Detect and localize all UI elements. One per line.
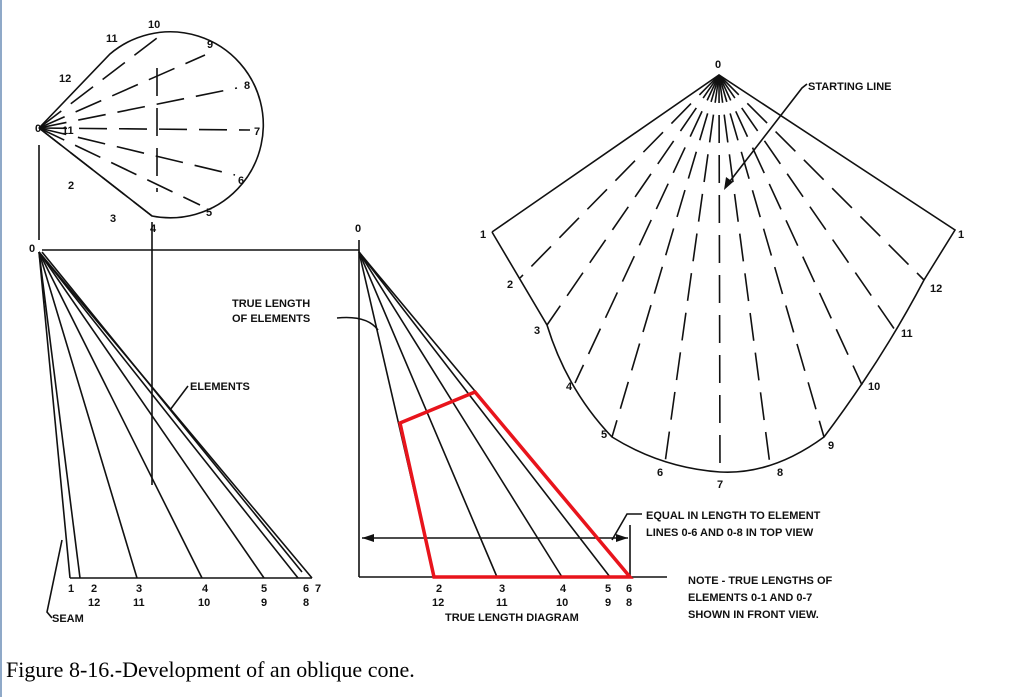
tv-label: 2 xyxy=(68,180,74,192)
dev-label: 9 xyxy=(828,440,834,452)
tv-label: 10 xyxy=(148,19,160,31)
dev-label: 2 xyxy=(507,279,513,291)
elements-label: ELEMENTS xyxy=(190,381,250,393)
true-length-title: TRUE LENGTH DIAGRAM xyxy=(445,612,579,624)
figure-caption: Figure 8-16.-Development of an oblique c… xyxy=(6,657,415,682)
dev-label: 1 xyxy=(958,229,964,241)
top-view-elements xyxy=(38,37,251,217)
tv-label: 4 xyxy=(150,223,157,235)
tl-label: 10 xyxy=(556,597,568,609)
development-elements xyxy=(519,74,925,473)
front-view: 0 SEAM ELEMENTS 1 2 3 4 5 6 7 12 11 10 9… xyxy=(29,222,321,625)
top-view: 0 10 11 12 2 3 4 5 6 7 8 9 11 xyxy=(35,19,265,235)
dev-label: 4 xyxy=(566,381,573,393)
dev-label-0: 0 xyxy=(715,59,721,71)
seam-label: SEAM xyxy=(52,613,84,625)
dev-label: 5 xyxy=(601,429,607,441)
tl-label: 12 xyxy=(432,597,444,609)
fv-label: 12 xyxy=(88,597,100,609)
tv-label: 11 xyxy=(62,125,74,137)
development: 0 STARTING LINE 1 2 3 4 5 6 7 8 9 10 11 … xyxy=(480,59,964,491)
tv-label: 12 xyxy=(59,73,71,85)
true-length-note: SHOWN IN FRONT VIEW. xyxy=(688,609,819,621)
fv-label: 10 xyxy=(198,597,210,609)
tl-label: 6 xyxy=(626,583,632,595)
tv-label: 5 xyxy=(206,207,212,219)
fv-label: 4 xyxy=(202,583,209,595)
tl-label-0: 0 xyxy=(355,223,361,235)
starting-line-label: STARTING LINE xyxy=(808,81,892,93)
tv-label: 7 xyxy=(254,126,260,138)
fv-label: 1 xyxy=(68,583,74,595)
dev-label: 8 xyxy=(777,467,783,479)
equal-length-note: LINES 0-6 AND 0-8 IN TOP VIEW xyxy=(646,527,814,539)
fv-label: 3 xyxy=(136,583,142,595)
fv-label: 6 xyxy=(303,583,309,595)
tv-label: 9 xyxy=(207,39,213,51)
true-length-label: TRUE LENGTH xyxy=(232,298,310,310)
fv-label: 7 xyxy=(315,583,321,595)
true-length-diagram: 0 TRUE LENGTH OF ELEMENTS 2 3 4 5 6 12 1… xyxy=(232,223,667,624)
tl-label: 3 xyxy=(499,583,505,595)
dev-label: 12 xyxy=(930,283,942,295)
tv-label: 8 xyxy=(244,80,250,92)
dev-label: 3 xyxy=(534,325,540,337)
highlight-quadrilateral xyxy=(397,389,634,579)
dev-label: 7 xyxy=(717,479,723,491)
true-length-note: ELEMENTS 0-1 AND 0-7 xyxy=(688,592,812,604)
fv-label: 11 xyxy=(133,597,145,609)
fv-label-0: 0 xyxy=(29,243,35,255)
tv-label-0: 0 xyxy=(35,123,41,135)
true-length-label: OF ELEMENTS xyxy=(232,313,310,325)
tl-label: 5 xyxy=(605,583,611,595)
tv-label: 6 xyxy=(238,175,244,187)
tl-label: 2 xyxy=(436,583,442,595)
fv-label: 2 xyxy=(91,583,97,595)
dev-label: 1 xyxy=(480,229,486,241)
tl-label: 9 xyxy=(605,597,611,609)
dev-label: 11 xyxy=(901,328,913,340)
tl-label: 8 xyxy=(626,597,632,609)
tl-label: 4 xyxy=(560,583,567,595)
tv-label: 11 xyxy=(106,33,118,45)
fv-label: 8 xyxy=(303,597,309,609)
tv-label: 3 xyxy=(110,213,116,225)
dev-label: 6 xyxy=(657,467,663,479)
fv-label: 5 xyxy=(261,583,267,595)
dev-label: 10 xyxy=(868,381,880,393)
development-outline xyxy=(491,74,957,474)
true-length-note: NOTE - TRUE LENGTHS OF xyxy=(688,575,833,587)
tl-label: 11 xyxy=(496,597,508,609)
top-view-outline xyxy=(38,31,265,219)
equal-length-note: EQUAL IN LENGTH TO ELEMENT xyxy=(646,510,821,522)
fv-label: 9 xyxy=(261,597,267,609)
